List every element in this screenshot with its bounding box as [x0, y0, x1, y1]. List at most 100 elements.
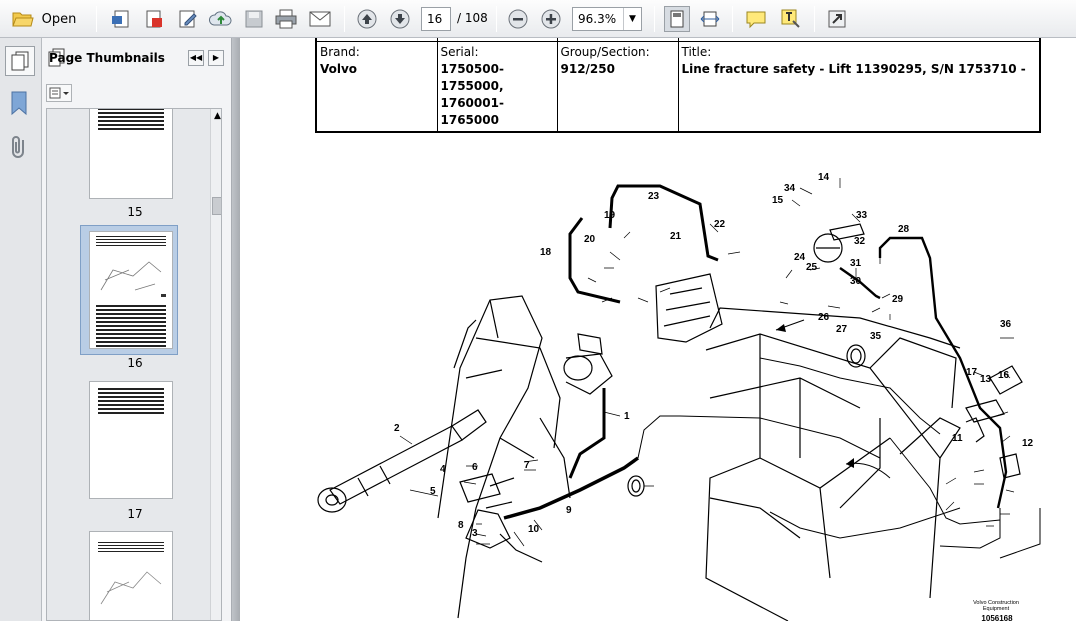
cloud-upload-icon: [209, 11, 232, 26]
thumbnail-page-16[interactable]: [89, 231, 173, 349]
thumbnail-page-18[interactable]: [89, 531, 173, 620]
fit-width-button[interactable]: [697, 6, 723, 32]
thumbnail-options-button[interactable]: [46, 84, 72, 102]
callout-32: 32: [854, 236, 866, 247]
convert-pdf-button[interactable]: [141, 6, 167, 32]
thumbnails-scrollbar[interactable]: ▲: [210, 109, 221, 620]
highlighter-icon: [781, 9, 800, 28]
pdf-convert-icon: [146, 10, 162, 28]
callout-7: 7: [524, 460, 530, 471]
thumbnail-diagram-preview: [100, 571, 162, 605]
open-button[interactable]: Open: [6, 6, 82, 32]
brand-value: Volvo: [320, 61, 358, 76]
edit-button[interactable]: [175, 6, 201, 32]
bookmarks-tab[interactable]: [8, 90, 30, 119]
page-total: / 108: [457, 11, 488, 25]
serial-label: Serial:: [440, 44, 479, 59]
comment-button[interactable]: [742, 6, 770, 32]
next-page-button[interactable]: [387, 6, 413, 32]
thumbnail-label-17: 17: [127, 507, 143, 521]
callout-14: 14: [818, 172, 830, 183]
callout-5: 5: [430, 486, 436, 497]
brand-label: Brand:: [320, 44, 360, 59]
callout-11: 11: [952, 433, 963, 444]
open-label: Open: [41, 11, 77, 27]
callout-leaders: [399, 178, 1015, 547]
expand-button[interactable]: [823, 6, 851, 32]
zoom-in-button[interactable]: [538, 6, 564, 32]
callout-2: 2: [394, 423, 400, 434]
callout-25: 25: [806, 262, 818, 273]
logo-line-2: Equipment: [983, 606, 1010, 612]
highlight-button[interactable]: [776, 6, 804, 32]
upload-button[interactable]: [208, 6, 234, 32]
callout-20: 20: [584, 234, 596, 245]
double-chevron-left-icon: ◀◀: [189, 53, 203, 62]
callout-18: 18: [540, 247, 552, 258]
arrow-up-icon: [357, 9, 377, 29]
zoom-out-button[interactable]: [505, 6, 531, 32]
callout-23: 23: [648, 191, 660, 202]
callout-36: 36: [1000, 319, 1012, 330]
thumbnail-diagram-preview: [100, 261, 166, 297]
email-button[interactable]: [306, 6, 334, 32]
callout-1: 1: [624, 411, 630, 422]
chevron-right-icon: ▶: [212, 53, 220, 62]
create-pdf-icon: [112, 10, 129, 28]
page-number-input[interactable]: 16: [421, 7, 451, 31]
callout-34: 34: [784, 183, 796, 194]
callout-29: 29: [892, 294, 904, 305]
zoom-select[interactable]: 96.3% ▼: [572, 7, 642, 31]
group-label: Group/Section:: [560, 44, 650, 59]
callout-9: 9: [566, 505, 572, 516]
panel-splitter[interactable]: [232, 38, 240, 621]
scroll-up-chevron-icon[interactable]: ▲: [214, 111, 221, 121]
callout-6: 6: [472, 462, 478, 473]
serial-value-1: 1750500-1755000,: [440, 61, 504, 93]
scrollbar-thumb[interactable]: [212, 197, 221, 215]
chevron-down-icon[interactable]: ▼: [623, 8, 641, 30]
title-label: Title:: [681, 44, 712, 59]
page-thumbnails-tab[interactable]: [5, 46, 35, 76]
collapse-panel-button[interactable]: ◀◀: [188, 50, 204, 66]
document-view: Brand: Volvo Serial: 1750500-1755000,17600…: [240, 38, 1076, 621]
pages-icon: [11, 51, 29, 71]
panel-close-button[interactable]: ▶: [208, 50, 224, 66]
group-value: 912/250: [560, 61, 615, 76]
title-cell: Title: Line fracture safety - Lift 113902…: [677, 40, 1041, 132]
folder-icon: [11, 12, 34, 27]
save-button[interactable]: [241, 6, 267, 32]
zoom-value: 96.3%: [578, 12, 617, 26]
callout-21: 21: [670, 231, 682, 242]
pages-panel-icon: [48, 48, 66, 71]
thumbnail-page-15[interactable]: [89, 109, 173, 199]
speech-bubble-icon: [746, 11, 766, 29]
title-value: Line fracture safety - Lift 11390295, S/…: [681, 61, 1026, 76]
diagram-linework: [317, 184, 1041, 621]
serial-value-2: 1760001-1765000: [440, 95, 504, 127]
fit-width-icon: [700, 11, 720, 27]
arrowhead: [776, 324, 786, 332]
callout-27: 27: [836, 324, 848, 335]
arrow-down-icon: [390, 9, 410, 29]
callout-24: 24: [794, 252, 806, 263]
callout-26: 26: [818, 312, 830, 323]
callout-numbers: 1 2 3 4 5 6 7 8 9 10 11 12 13 14 15 16 1…: [394, 172, 1034, 539]
attachments-tab[interactable]: [8, 134, 30, 163]
hydraulic-diagram: 1 2 3 4 5 6 7 8 9 10 11 12 13 14 15 16 1…: [317, 172, 1041, 621]
drawing-number: 1056168: [981, 614, 1013, 621]
thumbnail-page-17[interactable]: [89, 381, 173, 499]
previous-page-button[interactable]: [354, 6, 380, 32]
thumbnails-panel: Page Thumbnails ◀◀ ▶ 15 16 17 ▲: [42, 38, 232, 621]
header-table: Brand: Volvo Serial: 1750500-1755000,17600…: [315, 38, 1041, 133]
callout-3: 3: [472, 528, 478, 539]
floppy-icon: [245, 10, 263, 28]
thumbnails-list: 15 16 17 ▲: [46, 108, 222, 621]
callout-8: 8: [458, 520, 464, 531]
callout-17: 17: [966, 367, 978, 378]
fit-page-button[interactable]: [664, 6, 690, 32]
create-pdf-button[interactable]: [108, 6, 134, 32]
print-button[interactable]: [273, 6, 299, 32]
callout-33: 33: [856, 210, 868, 221]
options-list-icon: [49, 87, 69, 99]
